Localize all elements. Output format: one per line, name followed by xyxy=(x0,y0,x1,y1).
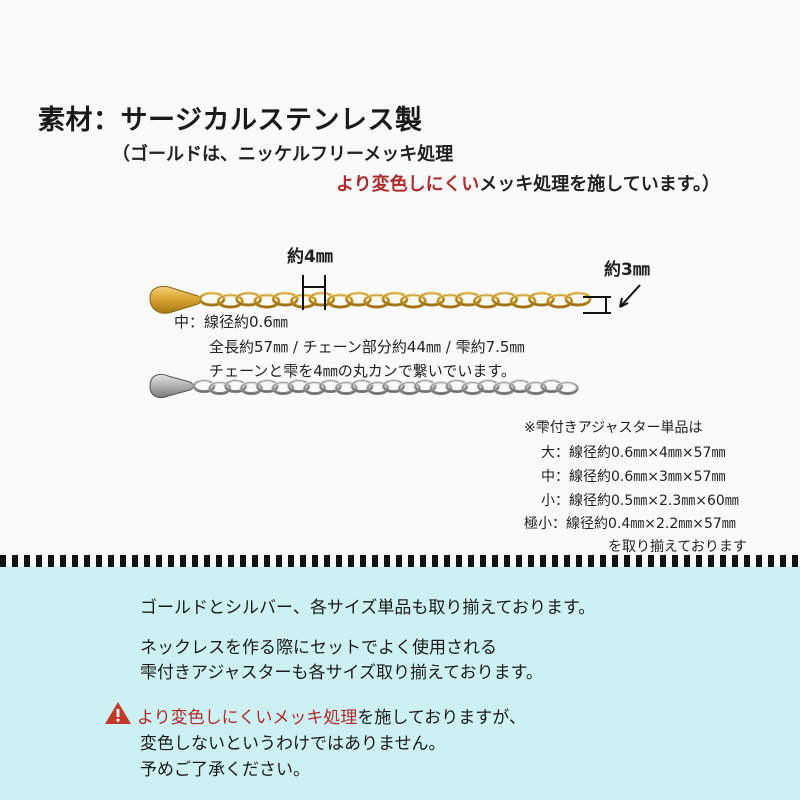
info-line3: 雫付きアジャスターも各サイズ取り揃えております。 xyxy=(140,663,543,683)
chain-link-outline xyxy=(236,292,261,306)
chain-link-outline xyxy=(399,382,420,394)
chain-link-outline xyxy=(541,380,562,392)
chain-link-outline xyxy=(304,382,325,394)
connection-spec: チェーンと雫を4㎜の丸カンで繋いでいます。 xyxy=(209,362,516,380)
drop-width-label: 約3㎜ xyxy=(604,260,650,280)
chain-link-outline xyxy=(446,380,468,392)
gold-chain xyxy=(198,291,592,309)
chain-link-outline xyxy=(335,382,357,394)
chain-link-outline xyxy=(346,292,371,306)
warning-rest: を施しておりますが、 xyxy=(357,708,526,728)
chain-link-outline xyxy=(529,292,554,306)
note-large: 大：線径約0.6㎜×4㎜×57㎜ xyxy=(541,445,726,461)
info-line5: 変色しないというわけではありません。 xyxy=(140,734,446,754)
chain-link-outline xyxy=(430,382,452,394)
chain-link-outline xyxy=(547,294,573,308)
size-label: 中：線径約0.6㎜ xyxy=(174,313,288,331)
chain-link-outline xyxy=(383,380,404,392)
chain-link-outline xyxy=(400,294,426,308)
chain-link-outline xyxy=(193,380,215,392)
material-title: 素材：サージカルステンレス製 xyxy=(38,105,423,136)
plating-note-line2: より変色しにくいメッキ処理を施しています。） xyxy=(336,170,720,196)
chain-link-outline xyxy=(462,382,483,394)
length-spec: 全長約57㎜ / チェーン部分約44㎜ / 雫約7.5㎜ xyxy=(209,338,525,356)
chain-link-outline xyxy=(565,292,591,306)
chain-link-outline xyxy=(225,380,246,392)
chain-link-outline xyxy=(414,380,436,392)
chain-link-outline xyxy=(510,294,536,308)
warning-highlight: より変色しにくいメッキ処理 xyxy=(137,708,358,728)
chain-link-outline xyxy=(256,380,278,392)
chain-link-outline xyxy=(351,380,373,392)
chain-link-outline xyxy=(367,382,389,394)
info-panel xyxy=(0,567,800,800)
note-small: 小：線径約0.5㎜×2.3㎜×60㎜ xyxy=(541,493,739,509)
plating-note-rest: メッキ処理を施しています。） xyxy=(479,174,720,195)
plating-highlight: より変色しにくい xyxy=(336,174,480,195)
notes-title: ※雫付きアジャスター単品は xyxy=(524,420,703,436)
chain-link-outline xyxy=(478,380,499,392)
link-length-marker xyxy=(302,275,326,310)
chain-link-outline xyxy=(419,292,444,306)
info-line6: 予めご了承ください。 xyxy=(140,760,310,780)
chain-link-outline xyxy=(493,382,515,394)
warning-icon xyxy=(105,702,131,724)
chain-link-outline xyxy=(437,294,463,308)
gold-drop xyxy=(149,285,202,314)
warning-line: より変色しにくいメッキ処理を施しておりますが、 xyxy=(137,703,526,728)
link-length-label: 約4㎜ xyxy=(287,247,333,267)
chain-link-outline xyxy=(254,294,280,308)
silver-drop xyxy=(149,373,194,399)
chain-link-outline xyxy=(455,292,481,306)
chain-link-outline xyxy=(474,294,499,308)
plating-note-line1: （ゴールドは、ニッケルフリーメッキ処理 xyxy=(112,144,454,165)
chain-link-outline xyxy=(209,382,231,394)
chain-illustration xyxy=(149,275,641,399)
chain-link-outline xyxy=(382,292,408,306)
note-tiny: 極小：線径約0.4㎜×2.2㎜×57㎜ xyxy=(524,516,736,532)
chain-link-outline xyxy=(309,292,335,306)
drop-width-marker xyxy=(583,284,641,314)
chain-link-outline xyxy=(327,294,353,308)
chain-link-outline xyxy=(320,380,341,392)
chain-link-outline xyxy=(288,380,310,392)
chain-link-outline xyxy=(557,382,578,394)
chain-link-outline xyxy=(272,382,294,394)
dashed-divider xyxy=(0,555,800,567)
chain-link-outline xyxy=(509,380,531,392)
chain-link-outline xyxy=(199,292,225,306)
chain-link-outline xyxy=(218,294,243,308)
note-medium: 中：線径約0.6㎜×3㎜×57㎜ xyxy=(541,469,726,485)
info-line1: ゴールドとシルバー、各サイズ単品も取り揃えております。 xyxy=(140,598,596,618)
chain-link-outline xyxy=(364,294,390,308)
chain-link-outline xyxy=(492,292,518,306)
chain-link-outline xyxy=(241,382,262,394)
chain-link-outline xyxy=(525,382,547,394)
info-line2: ネックレスを作る際にセットでよく使用される xyxy=(140,638,497,658)
chain-link-outline xyxy=(272,292,298,306)
silver-chain xyxy=(192,379,579,395)
note-footer: を取り揃えております xyxy=(608,539,747,555)
